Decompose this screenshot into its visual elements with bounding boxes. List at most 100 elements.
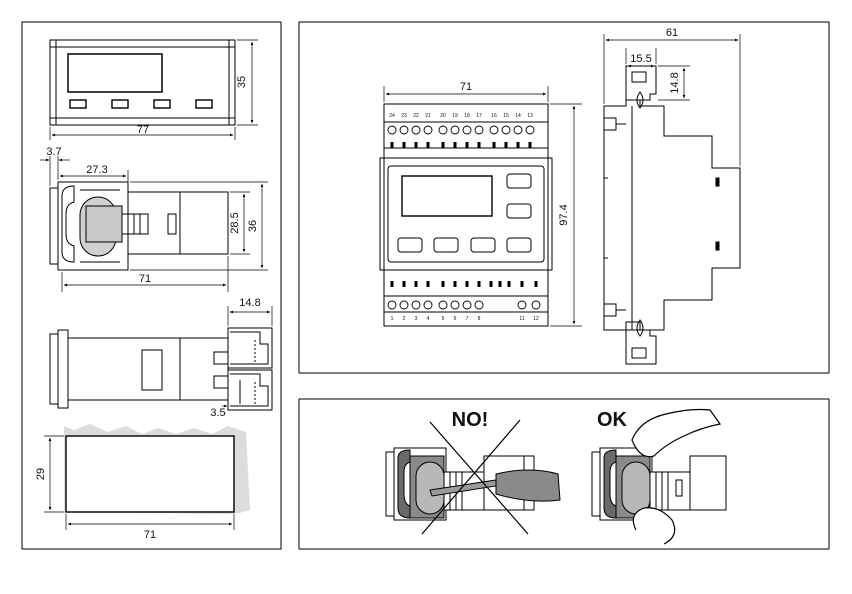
terminal-pin [391,281,394,287]
terminal-screw [439,126,447,134]
key-button [196,100,212,108]
terminal-pin [478,281,481,287]
din-display-window [402,176,492,216]
terminal-screw [400,126,408,134]
terminal-screw [526,126,534,134]
din-key [507,204,531,218]
top-view-panel [50,328,272,410]
terminal-number: 13 [527,113,533,119]
clip-dim-label: 27.3 [86,164,107,176]
terminal-screw [475,126,483,134]
terminal-pin [442,142,445,148]
inner-height-label: 28.5 [229,212,241,233]
panel-cutout [64,424,250,514]
terminal-depth-label: 14.8 [239,297,260,309]
terminal-number: 18 [464,113,470,119]
terminal-number: 15 [503,113,509,119]
din-rail-views: 242322212019181716151413 123456781112 71… [299,22,829,373]
terminal-number: 23 [401,113,407,119]
outer-height-label: 36 [247,220,259,232]
terminal-number: 2 [403,316,406,322]
wrong-method-label: NO! [452,409,489,431]
terminal-pin [415,142,418,148]
terminal-screw [463,126,471,134]
din-key [434,238,458,252]
terminal-pin [505,142,508,148]
terminal-screw [388,301,396,309]
terminal-number: 11 [519,316,524,322]
din-side-view [604,66,740,364]
terminal-screw [412,301,420,309]
terminal-number: 21 [425,113,431,119]
terminal-number: 24 [389,113,395,119]
terminal-pin [403,142,406,148]
din-key [398,238,422,252]
front-width-label: 77 [137,124,149,136]
terminal-number: 6 [454,316,457,322]
terminal-screw [451,126,459,134]
din-depth-label: 61 [666,27,678,39]
terminal-offset-label: 3.5 [210,407,225,419]
terminal-number: 3 [415,316,418,322]
right-method-label: OK [597,409,628,431]
terminal-number: 5 [442,316,445,322]
cutout-hole [66,436,234,512]
terminal-pin [442,281,445,287]
terminal-number: 7 [466,316,469,322]
terminal-screw [412,126,420,134]
key-button [70,100,86,108]
terminal-screw [463,301,471,309]
side-length-label: 71 [139,273,151,285]
terminal-pin [403,281,406,287]
terminal-number: 19 [452,113,458,119]
terminal-screw [514,126,522,134]
terminal-number: 4 [427,316,430,322]
terminal-pin [478,142,481,148]
front-view-panel [50,40,235,125]
terminal-number: 8 [478,316,481,322]
terminal-screw [502,126,510,134]
terminal-pin [391,142,394,148]
din-width-label: 71 [460,81,472,93]
right-bottom-frame [299,399,829,549]
cutout-width-label: 71 [144,529,156,541]
terminal-pin [427,281,430,287]
terminal-pin [454,281,457,287]
terminal-pin [517,142,520,148]
terminal-number: 1 [391,316,394,322]
key-button [112,100,128,108]
terminal-screw [518,301,526,309]
terminal-number: 20 [440,113,446,119]
din-terminal-offset-label: 15.5 [630,53,651,65]
terminal-screw [451,301,459,309]
cutout-height-label: 29 [35,468,47,480]
terminal-number: 16 [491,113,497,119]
flange-dim-label: 3.7 [46,146,61,158]
terminal-screw [532,301,540,309]
front-height-label: 35 [236,76,248,88]
connector-removal-note: NO! OK [299,399,829,549]
terminal-pin [427,142,430,148]
terminal-pin [466,142,469,148]
terminal-pin [499,281,502,287]
terminal-screw [400,301,408,309]
din-key [507,238,531,252]
terminal-pin [493,142,496,148]
din-key [507,174,531,188]
panel-mount-views: 77 35 [22,22,281,549]
display-window [68,54,162,92]
din-front-view [380,104,552,326]
key-button [154,100,170,108]
terminal-number: 22 [413,113,419,119]
terminal-pin [521,281,524,287]
terminal-screw [490,126,498,134]
terminal-number: 12 [533,316,539,322]
terminal-pin [529,142,532,148]
terminal-pin [490,281,493,287]
terminal-screw [424,126,432,134]
right-top-frame [299,22,829,373]
